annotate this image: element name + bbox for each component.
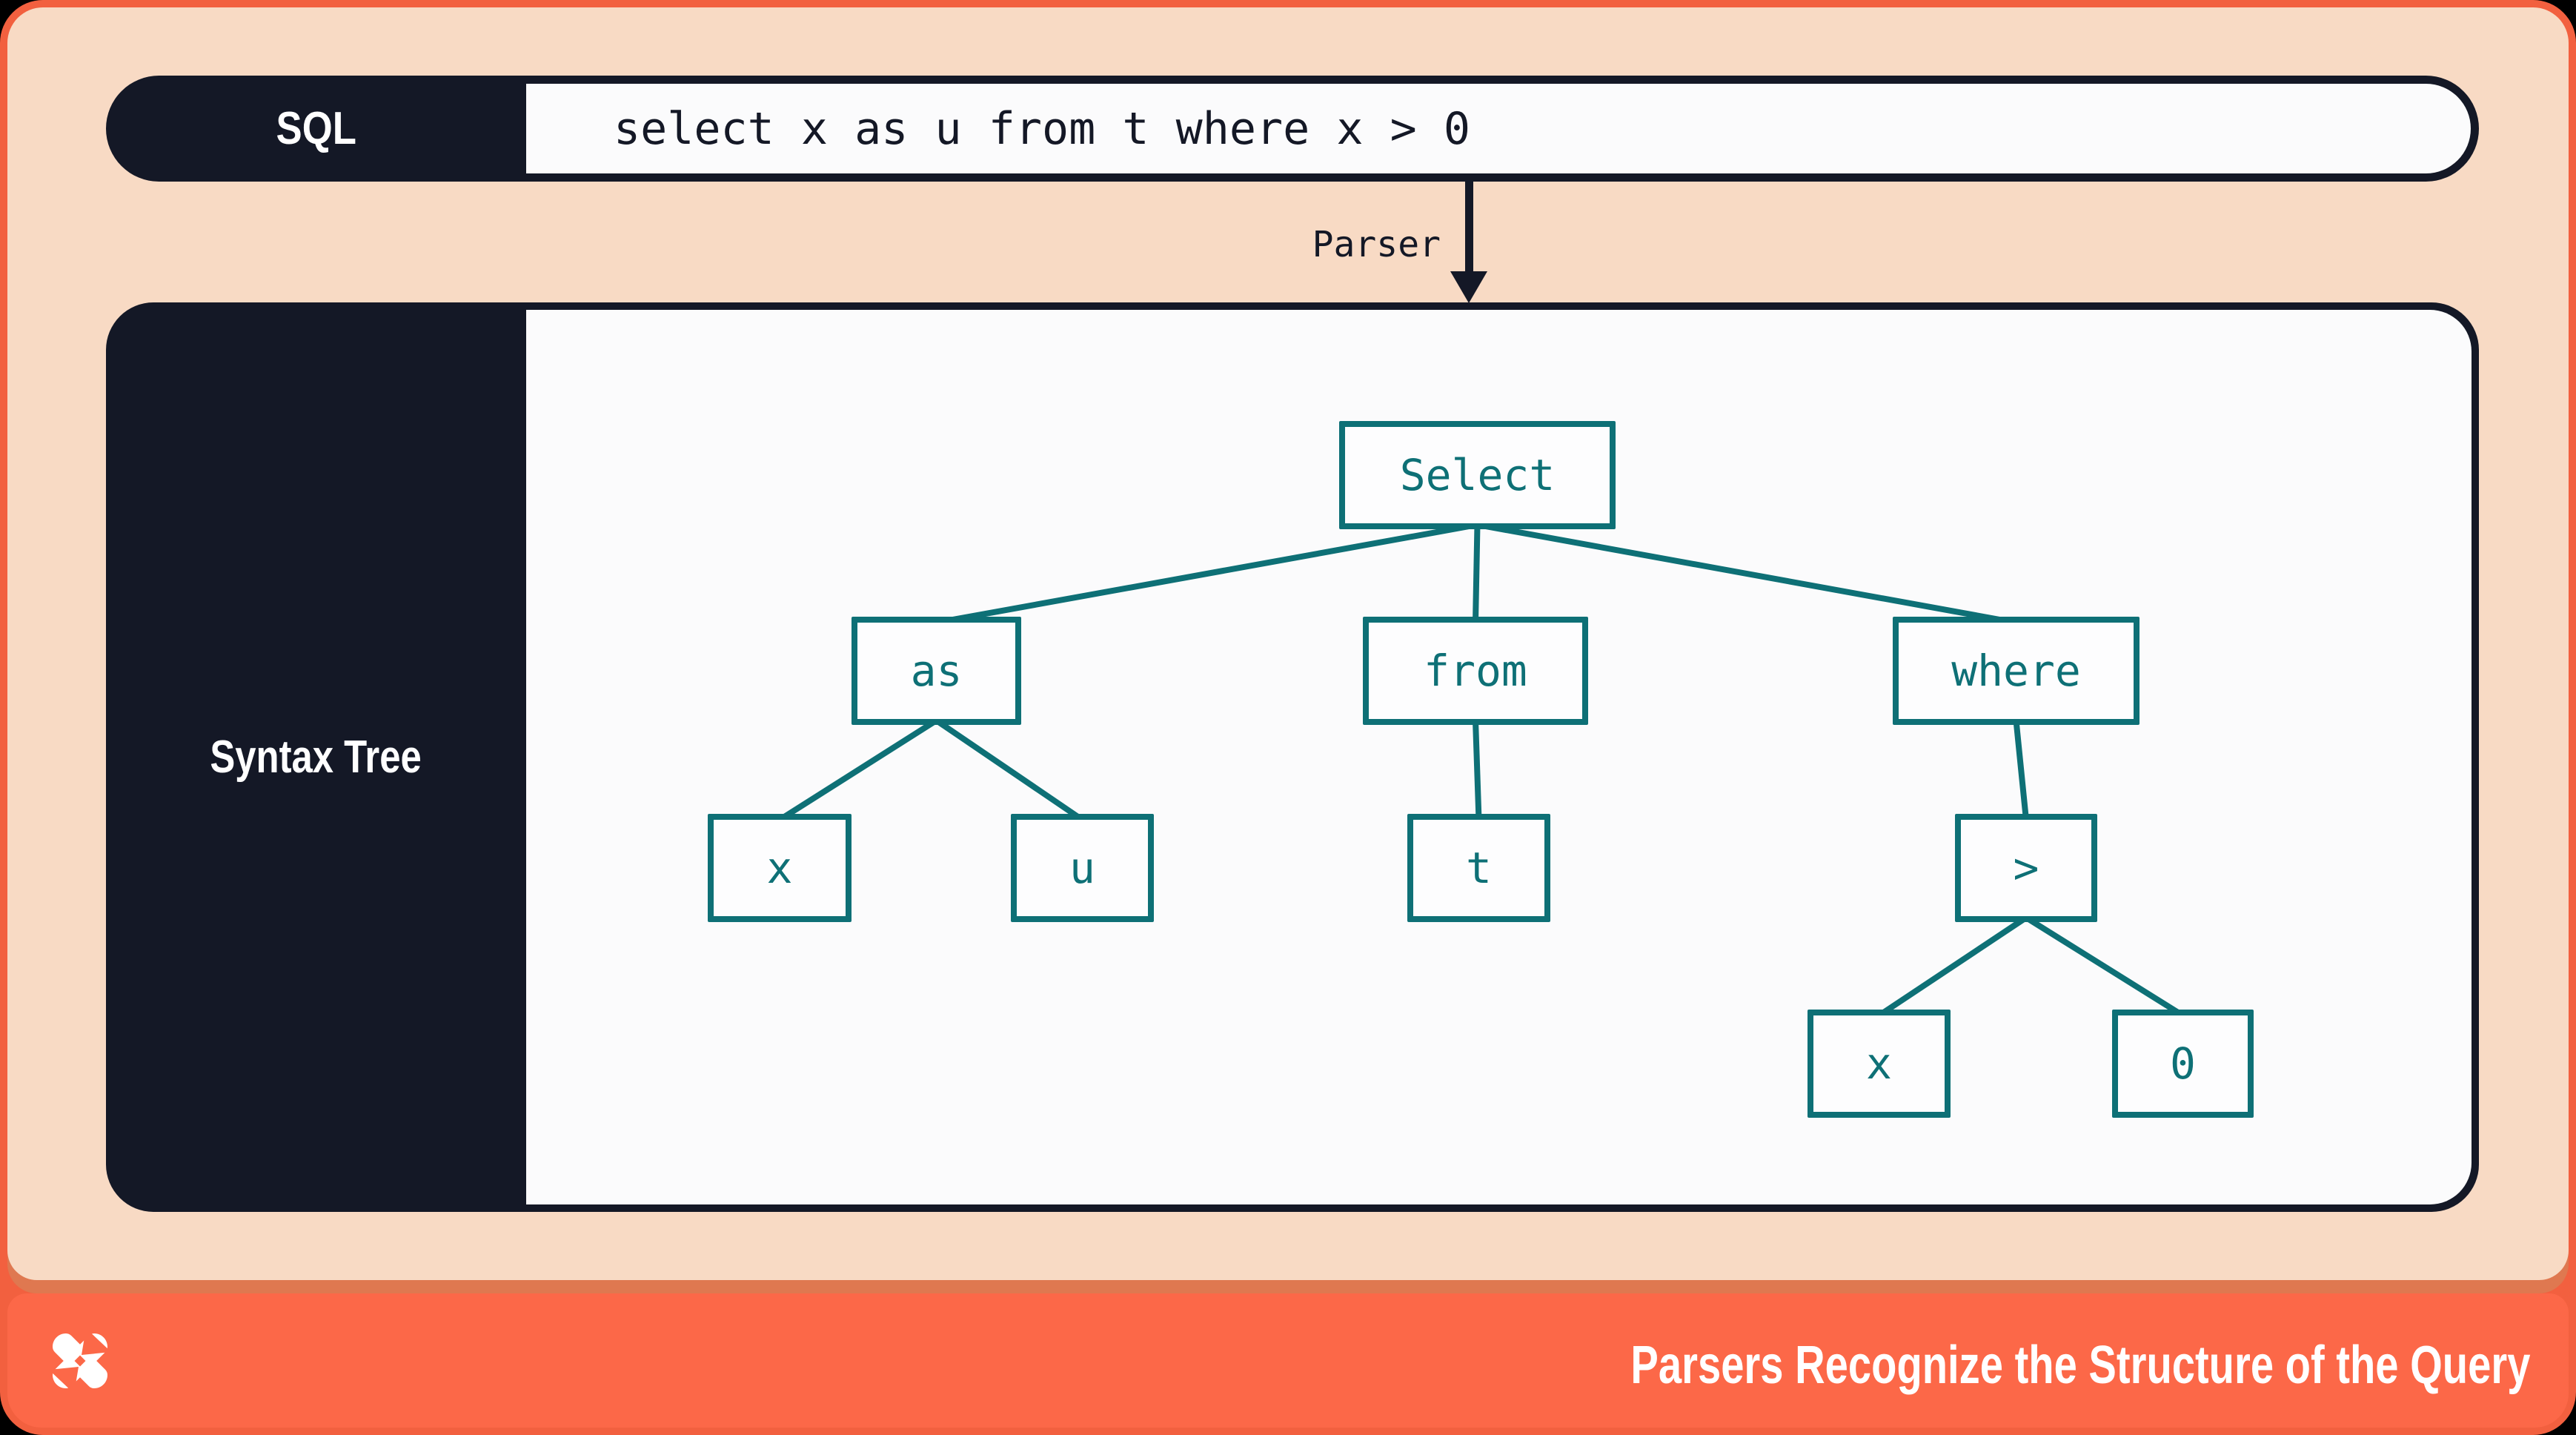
tree-node-from: from [1363, 617, 1588, 725]
tree-node-x2: x [1807, 1010, 1951, 1118]
syntax-tree-label: Syntax Tree [210, 732, 422, 783]
down-arrow-head-icon [1450, 271, 1487, 303]
dbt-logo-icon [49, 1328, 111, 1393]
down-arrow-icon [1465, 182, 1473, 276]
sql-query-section: select x as u from t where x > 0 [526, 84, 2471, 173]
sql-bar-label: SQL [276, 103, 356, 154]
tree-node-as: as [852, 617, 1021, 725]
tree-node-u: u [1011, 814, 1154, 922]
sql-query-text: select x as u from t where x > 0 [614, 102, 1470, 155]
footer-title: Parsers Recognize the Structure of the Q… [1630, 1336, 2530, 1395]
tree-node-x1: x [708, 814, 852, 922]
tree-node-where: where [1893, 617, 2140, 725]
tree-node-gt: > [1955, 814, 2097, 922]
tree-node-t: t [1407, 814, 1550, 922]
tree-node-select: Select [1339, 421, 1616, 529]
tree-node-zero: 0 [2112, 1010, 2254, 1118]
sql-bar-label-section: SQL [106, 76, 526, 182]
footer-bar [7, 1293, 2569, 1428]
syntax-tree-sidebar: Syntax Tree [106, 302, 526, 1212]
sql-bar: SQL select x as u from t where x > 0 [106, 76, 2479, 182]
parser-label: Parser [1312, 224, 1441, 265]
